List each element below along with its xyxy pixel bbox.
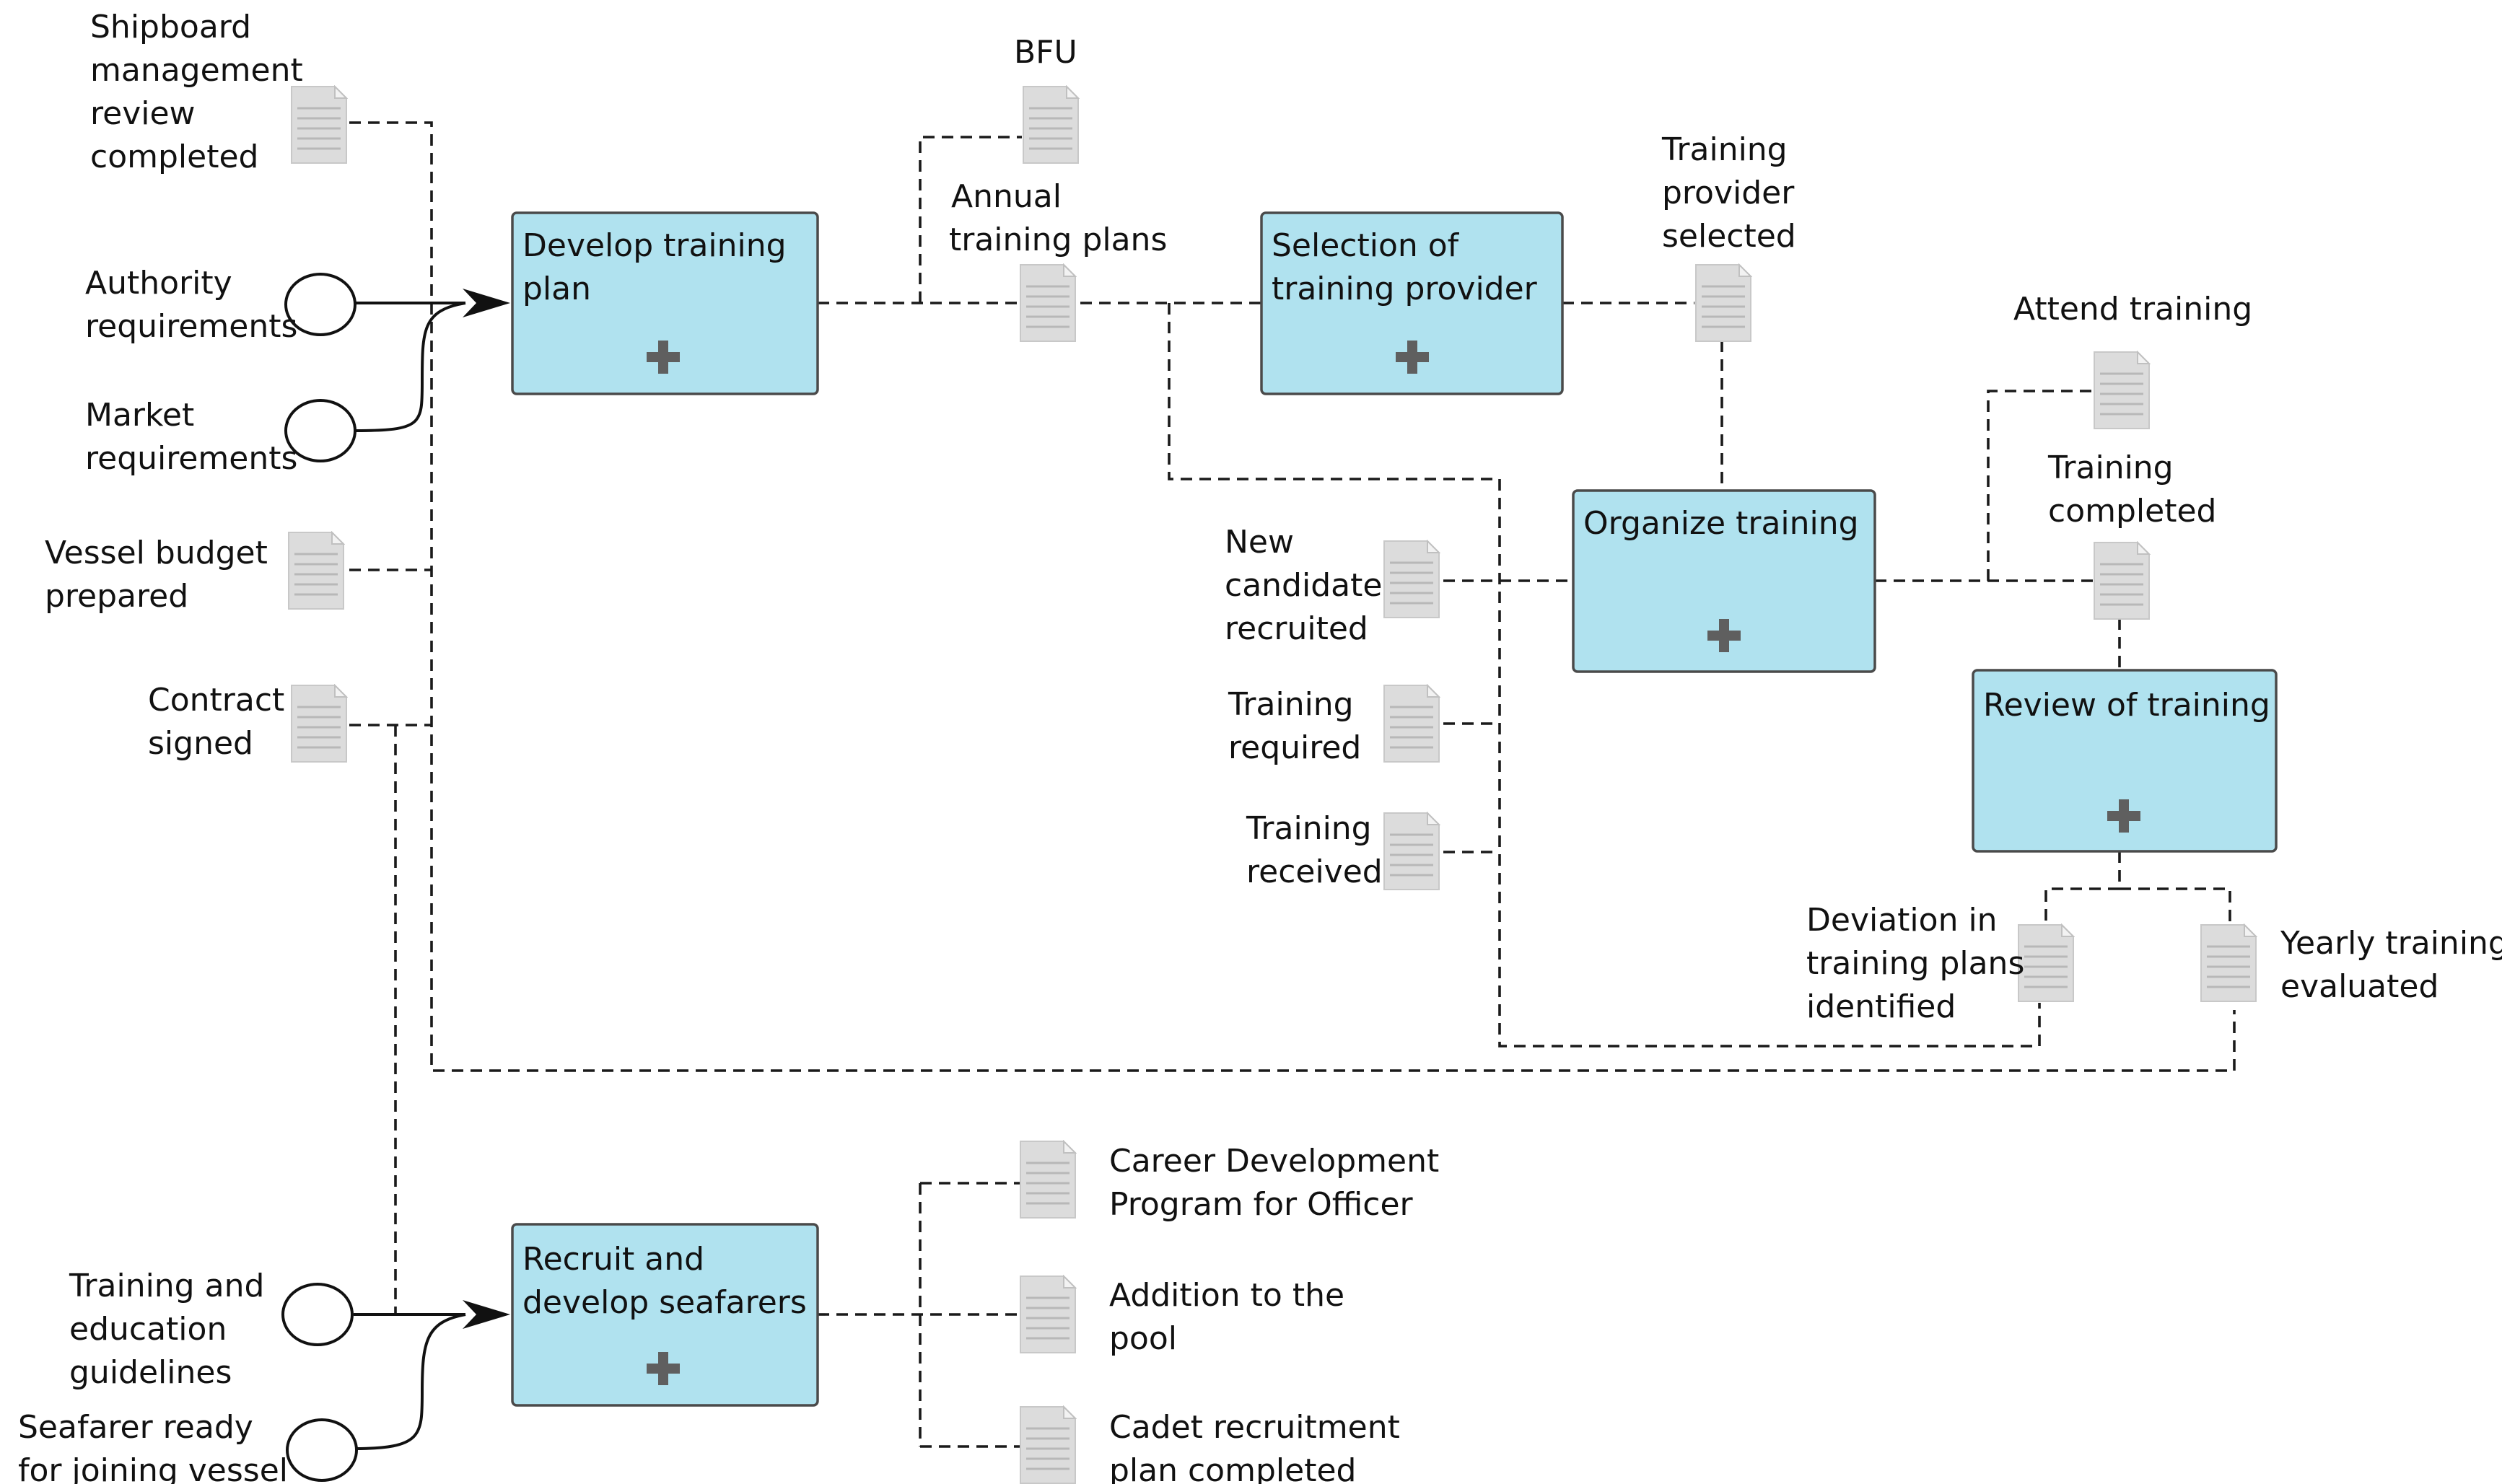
label-career: Career Development Program for Officer xyxy=(1109,1143,1449,1223)
document-icon-yearly-evaluated[interactable] xyxy=(2200,923,2257,1003)
label-provider-selected: Training provider selected xyxy=(1661,131,1804,255)
event-authority-requirements[interactable] xyxy=(284,273,357,336)
document-icon-contract[interactable] xyxy=(290,684,348,763)
document-icon-annual-plans[interactable] xyxy=(1019,263,1077,343)
event-training-guidelines[interactable] xyxy=(281,1283,354,1346)
process-organize-training[interactable]: Organize training xyxy=(1572,489,1876,673)
process-recruit-and-develop-seafarers[interactable]: Recruit and develop seafarers xyxy=(511,1223,819,1407)
label-yearly-evaluated: Yearly training evaluated xyxy=(2280,925,2502,1005)
label-bfu: BFU xyxy=(1014,34,1077,71)
label-authority: Authority requirements xyxy=(85,265,297,345)
event-market-requirements[interactable] xyxy=(284,399,357,462)
document-icon-pool[interactable] xyxy=(1019,1275,1077,1354)
document-icon-training-required[interactable] xyxy=(1383,684,1440,763)
label-seafarer-ready: Seafarer ready for joining vessel xyxy=(18,1409,288,1484)
document-icon-training-received[interactable] xyxy=(1383,812,1440,891)
document-icon-provider-selected[interactable] xyxy=(1694,263,1752,343)
process-label: Selection of training provider xyxy=(1272,227,1538,307)
label-attend-training: Attend training xyxy=(2013,291,2252,328)
label-training-received: Training received xyxy=(1246,810,1383,890)
label-cadet: Cadet recruitment plan completed xyxy=(1109,1409,1410,1484)
label-training-required: Training required xyxy=(1228,686,1364,766)
document-icon-shipboard[interactable] xyxy=(290,85,348,164)
control-flows xyxy=(353,289,510,1450)
arrowhead-develop xyxy=(463,289,510,317)
label-shipboard: Shipboard management review completed xyxy=(90,9,313,175)
event-seafarer-ready[interactable] xyxy=(286,1418,358,1482)
document-icon-vessel-budget[interactable] xyxy=(287,531,345,610)
process-label: Develop training plan xyxy=(522,227,797,307)
label-market: Market requirements xyxy=(85,397,297,477)
document-icon-training-completed[interactable] xyxy=(2093,541,2151,620)
label-training-completed: Training completed xyxy=(2047,449,2216,530)
process-label: Review of training xyxy=(1983,687,2270,724)
label-contract: Contract signed xyxy=(148,682,294,762)
document-icon-career[interactable] xyxy=(1019,1140,1077,1219)
label-deviation: Deviation in training plans identified xyxy=(1806,902,2034,1025)
label-new-candidate: New candidate recruited xyxy=(1225,524,1392,647)
arrowhead-recruit xyxy=(463,1300,510,1329)
label-training-guidelines: Training and education guidelines xyxy=(69,1268,274,1391)
label-annual-plans: Annual training plans xyxy=(949,178,1167,258)
label-vessel-budget: Vessel budget prepared xyxy=(45,535,278,615)
document-icon-cadet[interactable] xyxy=(1019,1405,1077,1484)
process-label: Recruit and develop seafarers xyxy=(522,1241,807,1321)
process-review-of-training[interactable]: Review of training xyxy=(1972,669,2278,853)
associations xyxy=(349,121,2236,1448)
process-label: Organize training xyxy=(1583,505,1859,542)
process-selection-of-training-provider[interactable]: Selection of training provider xyxy=(1260,211,1564,395)
document-icon-attend-training[interactable] xyxy=(2093,351,2151,430)
document-icon-bfu[interactable] xyxy=(1022,85,1080,164)
process-develop-training-plan[interactable]: Develop training plan xyxy=(511,211,819,395)
label-pool: Addition to the pool xyxy=(1109,1277,1355,1357)
